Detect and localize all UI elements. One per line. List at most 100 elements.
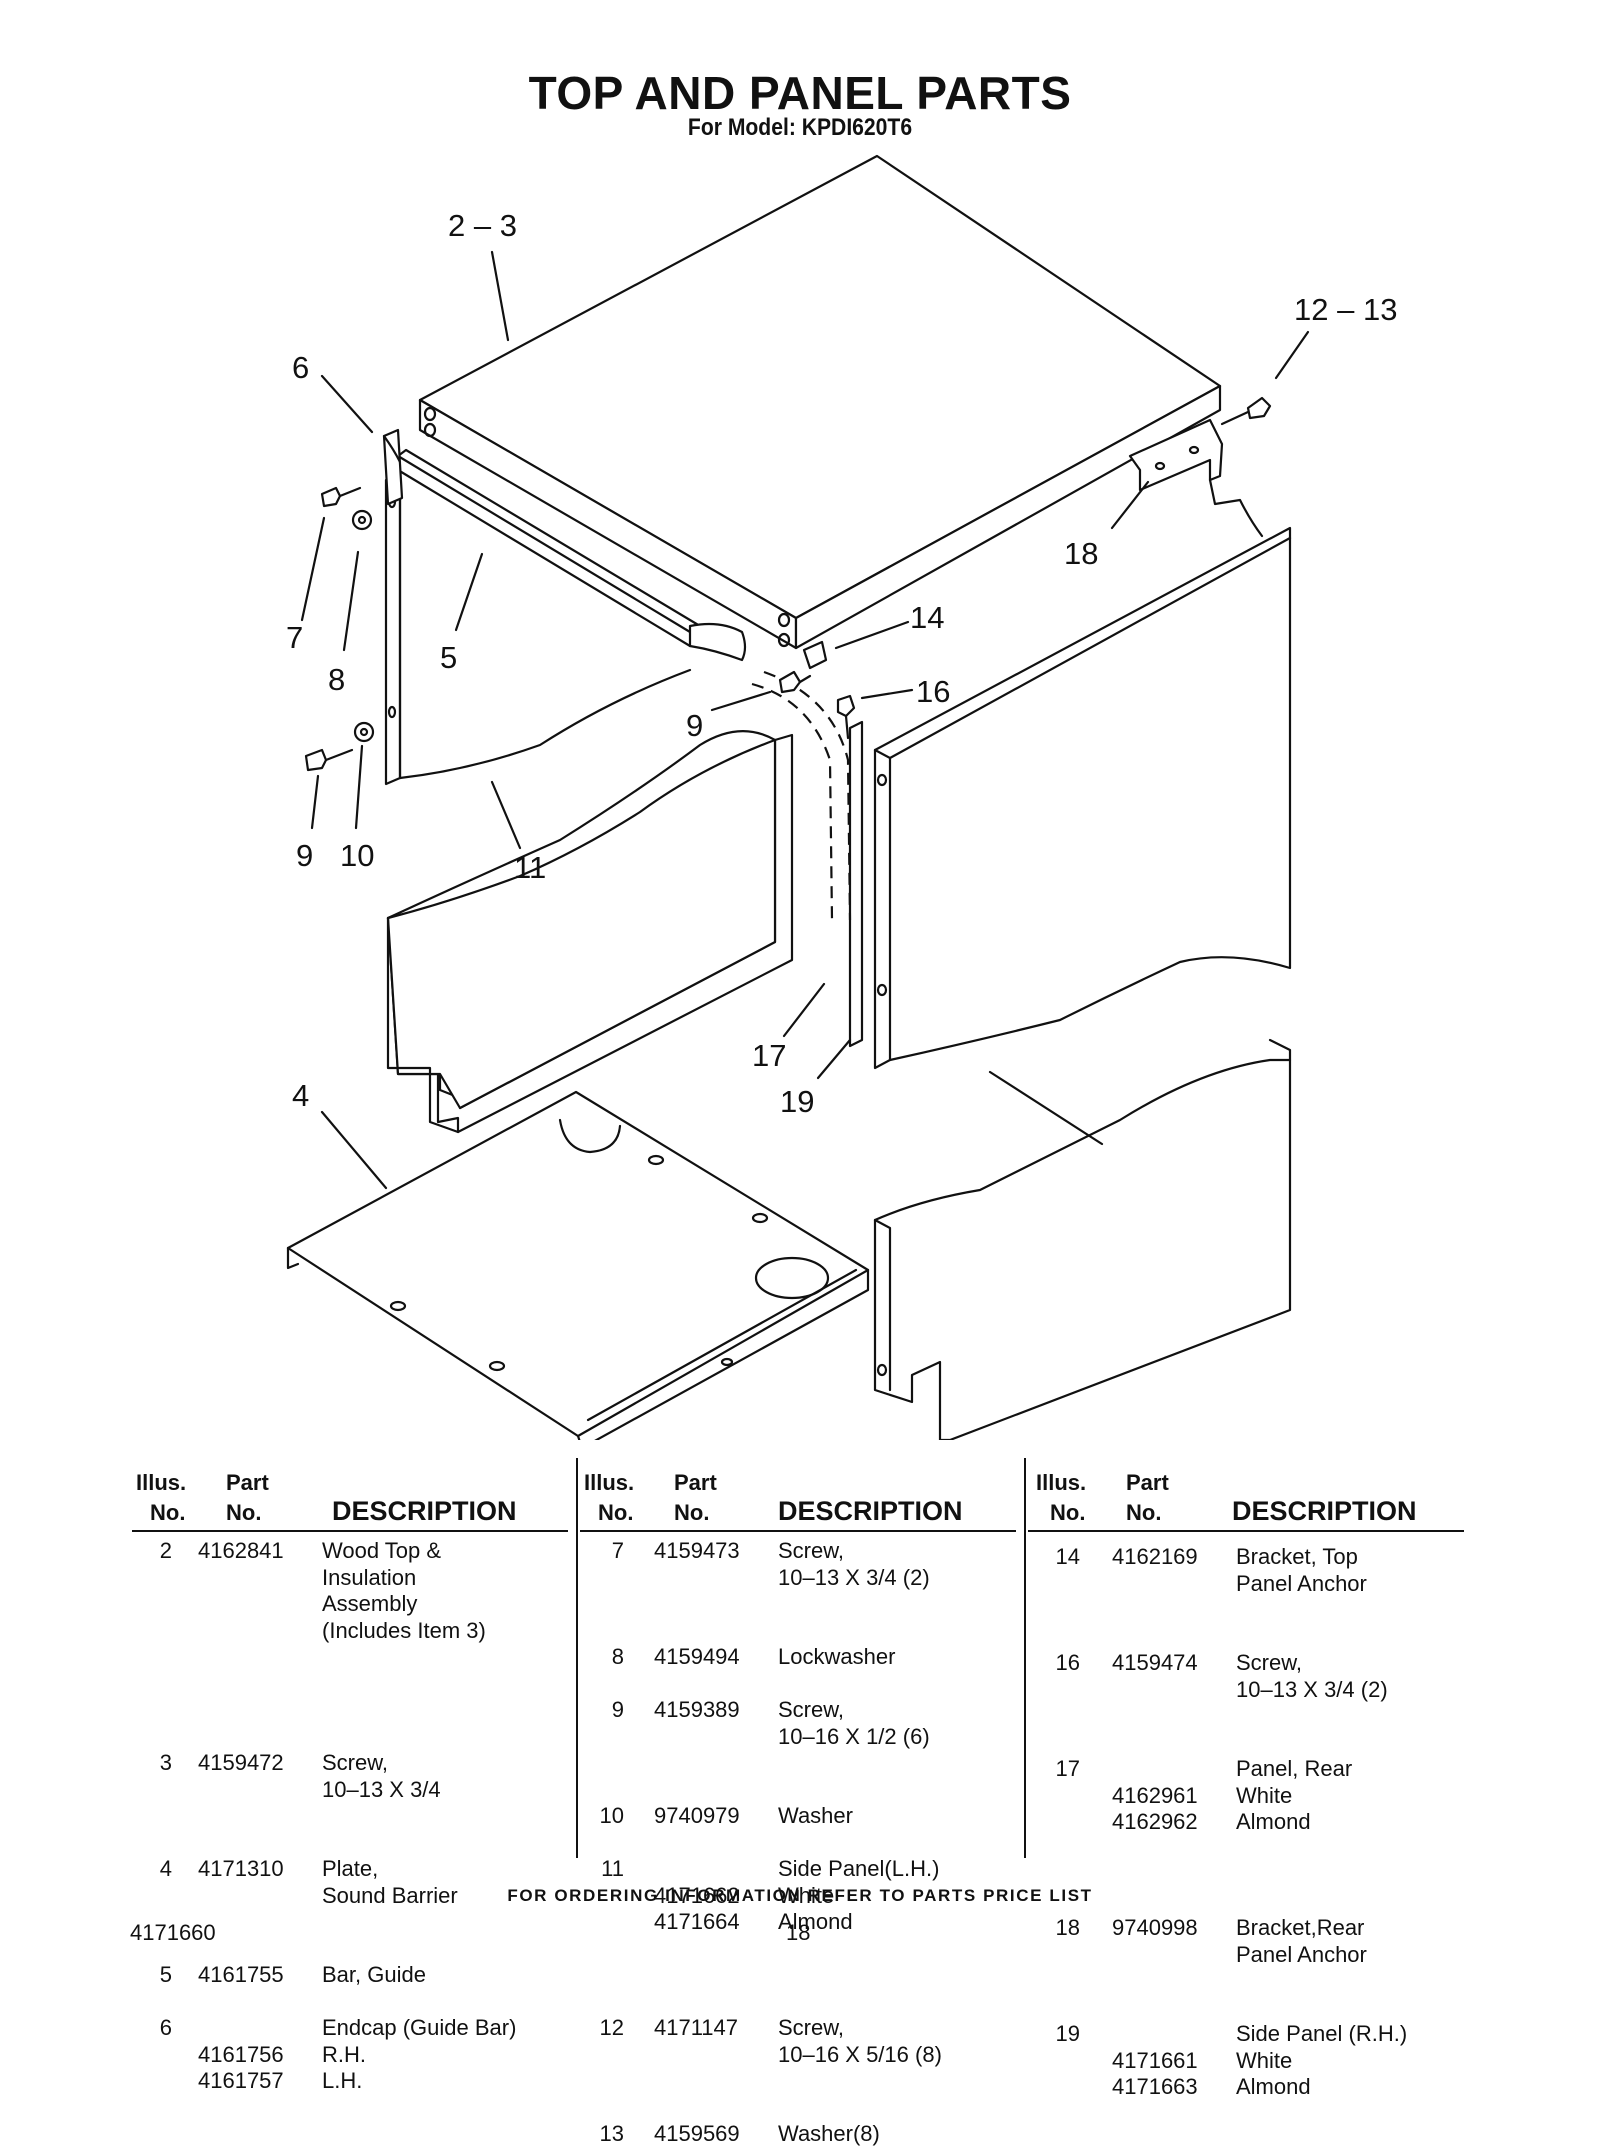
part-description: 10–13 X 3/4 bbox=[322, 1776, 441, 1802]
model-subtitle: For Model: KPDI620T6 bbox=[687, 114, 913, 141]
illus-number: 11 bbox=[601, 1856, 624, 1881]
callout-8: 8 bbox=[328, 662, 345, 697]
part-number: 4159389 bbox=[654, 1697, 740, 1722]
part-description: Screw, bbox=[778, 1697, 845, 1722]
part-description: Panel Anchor bbox=[1236, 1941, 1367, 1967]
part-number: 4162169 bbox=[1112, 1544, 1198, 1569]
part-description: Bar, Guide bbox=[322, 1962, 426, 1987]
part-description: White bbox=[1236, 2047, 1293, 2073]
header-part-no: No. bbox=[1126, 1500, 1162, 1525]
part-description: Screw, bbox=[322, 1750, 389, 1775]
illus-number: 4 bbox=[159, 1856, 172, 1881]
part-description: Wood Top & bbox=[322, 1538, 442, 1563]
illus-number: 3 bbox=[159, 1750, 172, 1775]
part-number: 4159569 bbox=[654, 2121, 740, 2146]
part-number: 9740979 bbox=[654, 1803, 740, 1828]
header-illus: Illus. bbox=[136, 1470, 187, 1495]
callout-16: 16 bbox=[916, 674, 950, 709]
part-number: 4161757 bbox=[198, 2068, 284, 2093]
header-description: DESCRIPTION bbox=[1232, 1496, 1417, 1526]
part-number: 4171310 bbox=[198, 1856, 284, 1881]
part-description: Lockwasher bbox=[778, 1644, 896, 1669]
rear-anchor-bracket-part bbox=[1128, 418, 1264, 538]
part-number: 4159494 bbox=[654, 1644, 740, 1669]
illus-number: 7 bbox=[611, 1538, 624, 1563]
header-illus-no: No. bbox=[150, 1500, 186, 1525]
illus-number: 12 bbox=[599, 2015, 624, 2040]
header-description: DESCRIPTION bbox=[778, 1496, 963, 1526]
part-number: 4171661 bbox=[1112, 2047, 1198, 2073]
header-illus: Illus. bbox=[584, 1470, 635, 1495]
part-description: Endcap (Guide Bar) bbox=[322, 2015, 517, 2040]
header-illus: Illus. bbox=[1036, 1470, 1087, 1495]
wood-top-part bbox=[418, 154, 1222, 650]
part-number: 4159472 bbox=[198, 1750, 284, 1775]
part-description: Side Panel (R.H.) bbox=[1236, 2021, 1408, 2046]
callout-7: 7 bbox=[286, 620, 303, 655]
part-description: Screw, bbox=[778, 2015, 845, 2040]
part-description: Bracket,Rear bbox=[1236, 1915, 1365, 1940]
part-number: 4159474 bbox=[1112, 1650, 1198, 1675]
illus-number: 13 bbox=[599, 2121, 624, 2146]
callout-6: 6 bbox=[292, 350, 309, 385]
right-side-panel-part bbox=[848, 526, 1292, 1440]
header-part: Part bbox=[1126, 1470, 1169, 1495]
callout-9-upper: 9 bbox=[686, 708, 703, 743]
part-number bbox=[1112, 1756, 1198, 1783]
part-description: Screw, bbox=[778, 1538, 845, 1563]
rear-panel-part bbox=[386, 730, 794, 1134]
illus-number: 6 bbox=[159, 2015, 172, 2040]
part-description: (Includes Item 3) bbox=[322, 1617, 486, 1643]
illus-number: 17 bbox=[1055, 1756, 1080, 1781]
parts-row: 8 4159494 Lockwasher bbox=[580, 1644, 1016, 1671]
callout-5: 5 bbox=[440, 640, 457, 675]
part-number bbox=[1112, 2021, 1198, 2048]
part-number bbox=[198, 2015, 284, 2042]
part-number: 4171664 bbox=[654, 1909, 740, 1934]
callout-10: 10 bbox=[340, 838, 374, 873]
exploded-parts-diagram: 2 – 3 12 – 13 6 18 14 16 7 8 5 9 9 10 11… bbox=[286, 154, 1397, 1440]
guide-bar-part bbox=[382, 428, 747, 662]
illus-number: 18 bbox=[1055, 1915, 1080, 1940]
illus-number: 8 bbox=[611, 1644, 624, 1669]
part-description: Almond bbox=[1236, 1809, 1311, 1834]
illus-number: 9 bbox=[611, 1697, 624, 1722]
part-description: 10–16 X 1/2 (6) bbox=[778, 1723, 930, 1749]
callout-17: 17 bbox=[752, 1038, 786, 1073]
callout-19: 19 bbox=[780, 1084, 814, 1119]
page-title: TOP AND PANEL PARTS bbox=[528, 67, 1072, 119]
illus-number: 2 bbox=[159, 1538, 172, 1563]
callout-18: 18 bbox=[1064, 536, 1098, 571]
part-description: Sound Barrier bbox=[322, 1882, 458, 1908]
part-description: Almond bbox=[1236, 2074, 1311, 2099]
part-description: L.H. bbox=[322, 2068, 363, 2093]
part-description: Panel, Rear bbox=[1236, 1756, 1353, 1781]
hidden-bracket-outline-2 bbox=[763, 670, 852, 921]
header-illus-no: No. bbox=[598, 1500, 634, 1525]
hidden-bracket-outline bbox=[751, 682, 834, 921]
header-part-no: No. bbox=[674, 1500, 710, 1525]
part-description: Assembly bbox=[322, 1591, 418, 1616]
callout-4: 4 bbox=[292, 1078, 309, 1113]
header-part: Part bbox=[226, 1470, 269, 1495]
callout-11: 11 bbox=[514, 850, 546, 885]
part-description: 10–13 X 3/4 (2) bbox=[778, 1564, 930, 1590]
part-number: 4162961 bbox=[1112, 1782, 1198, 1808]
callout-12-13: 12 – 13 bbox=[1294, 292, 1397, 327]
